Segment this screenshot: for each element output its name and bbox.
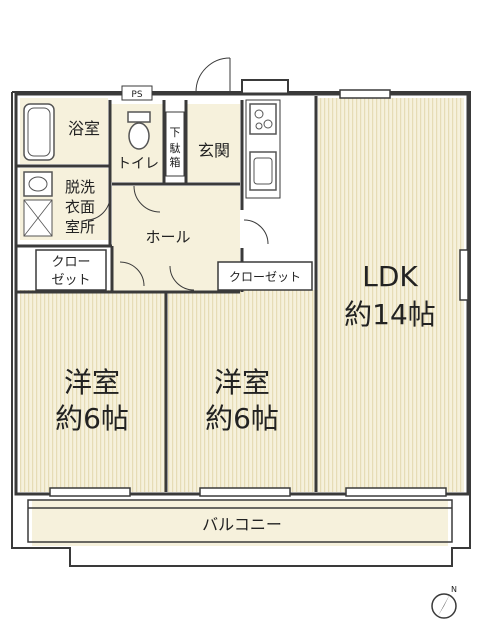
washroom-label-3: 室所 xyxy=(65,218,95,236)
kitchen-counter xyxy=(245,99,281,199)
bathtub-icon xyxy=(23,103,55,161)
toilet-label: トイレ xyxy=(117,156,159,172)
sink-icon xyxy=(249,151,277,191)
north-arrow-icon xyxy=(431,593,457,619)
toilet-icon xyxy=(127,111,151,150)
closet-left xyxy=(35,249,107,291)
ldk-door xyxy=(243,219,269,245)
closet-left-label-2: ゼット xyxy=(51,273,90,288)
stove-icon xyxy=(249,103,277,135)
western-right-floor xyxy=(168,290,318,492)
windows xyxy=(49,89,469,497)
washroom-label-1: 脱洗 xyxy=(65,178,95,196)
entrance-label: 玄関 xyxy=(198,141,230,160)
shoe-box-label-bottom-2: 箱 xyxy=(170,155,181,169)
ldk-floor xyxy=(318,98,464,492)
balcony-label: バルコニー xyxy=(202,515,282,534)
ldk-size: 約14帖 xyxy=(344,298,436,331)
western-right-size: 約6帖 xyxy=(205,402,279,435)
washing-area xyxy=(23,199,53,237)
entrance-floor xyxy=(186,104,240,182)
washbasin-icon xyxy=(23,171,53,197)
ldk-name: LDK xyxy=(362,260,418,293)
balcony-railing xyxy=(27,499,453,543)
western-right-name: 洋室 xyxy=(214,366,270,399)
shoe-box-label-top: 下 xyxy=(170,126,181,139)
western-left-door xyxy=(119,261,145,287)
doors xyxy=(85,57,269,291)
western-left-size: 約6帖 xyxy=(55,402,129,435)
closet-left-label-1: クロー xyxy=(51,255,90,270)
shoe-box xyxy=(165,111,185,177)
western-right-door xyxy=(169,265,195,291)
north-label: N xyxy=(451,585,457,594)
hall-label: ホール xyxy=(145,228,190,246)
western-left-name: 洋室 xyxy=(64,366,120,399)
ps-label: PS xyxy=(131,90,142,100)
ps-box xyxy=(121,85,153,101)
washroom-door xyxy=(85,195,111,221)
building-outline xyxy=(11,79,471,567)
bath-label: 浴室 xyxy=(68,119,100,138)
closet-mid-label: クローゼット xyxy=(229,270,301,284)
shoe-box-label-bottom-1: 駄 xyxy=(170,141,181,155)
closet-mid xyxy=(217,261,313,291)
entrance-door xyxy=(195,57,231,93)
room-labels: PS 浴室 トイレ 下 駄 箱 玄関 脱洗 衣面 室所 ホール クロー ゼット … xyxy=(51,90,457,594)
washroom-label-2: 衣面 xyxy=(65,198,95,216)
western-left-floor xyxy=(20,290,166,492)
toilet-door xyxy=(133,185,161,213)
